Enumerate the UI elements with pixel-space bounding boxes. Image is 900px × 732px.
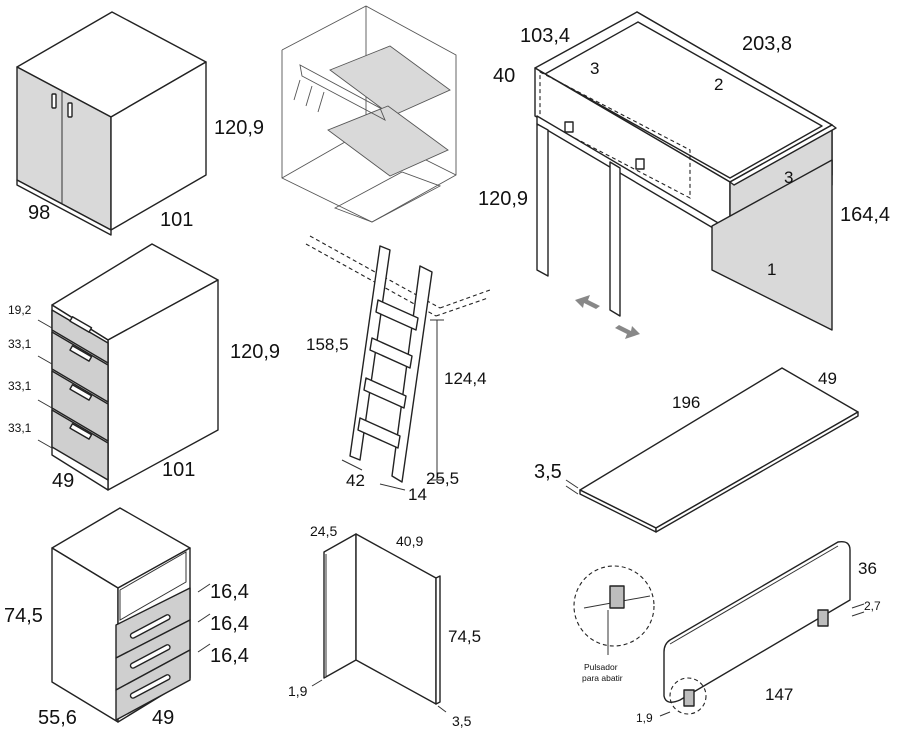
shelf-thickness-dim: 3,5 (534, 461, 562, 483)
loft-top-left-dim: 103,4 (520, 25, 570, 47)
desk-unit-depth-dim: 55,6 (38, 707, 77, 729)
guard-rail-drawing (573, 540, 865, 717)
wardrobe-interior-drawing (281, 5, 457, 223)
cabinet-depth-dim: 101 (160, 209, 193, 231)
loft-panel-label: 3 (784, 168, 793, 187)
corner-panel-bottom-left-dim: 1,9 (288, 683, 308, 699)
loft-top-right-dim: 203,8 (742, 33, 792, 55)
loft-height-right-dim: 164,4 (840, 204, 890, 226)
drawer-height-dim: 33,1 (8, 379, 32, 393)
cabinet-drawing (16, 11, 207, 236)
loft-panel-label: 1 (767, 260, 776, 279)
drawer-height-dim: 33,1 (8, 421, 32, 435)
loft-panel-label: 2 (714, 75, 723, 94)
corner-panel-drawing (311, 533, 447, 713)
guard-rail-thickness-dim: 1,9 (636, 711, 653, 725)
ladder-drawing (305, 235, 491, 491)
drawer-height-dim: 19,2 (8, 303, 32, 317)
guard-rail-length-dim: 147 (765, 685, 793, 704)
desk-unit-width-dim: 49 (152, 707, 174, 729)
drawer-height-dim: 33,1 (8, 337, 32, 351)
ladder-offset-dim: 25,5 (426, 469, 459, 488)
shelf-width-dim: 49 (818, 369, 837, 388)
shelf-board-drawing (565, 367, 859, 533)
drawer-chest-depth-dim: 101 (162, 459, 195, 481)
corner-panel-height-dim: 74,5 (448, 627, 481, 646)
ladder-step-depth-dim: 14 (408, 485, 427, 504)
ladder-height-dim: 124,4 (444, 369, 487, 388)
cabinet-width-dim: 98 (28, 202, 50, 224)
corner-panel-bottom-right-dim: 3,5 (452, 713, 472, 729)
shelf-length-dim: 196 (672, 393, 700, 412)
drawer-chest-width-dim: 49 (52, 470, 74, 492)
ladder-length-dim: 158,5 (306, 335, 349, 354)
loft-height-left-dim: 120,9 (478, 188, 528, 210)
guard-rail-note-line1: Pulsador (584, 662, 618, 672)
guard-rail-height-dim: 36 (858, 559, 877, 578)
drawer-chest-drawing (37, 243, 219, 491)
cabinet-height-dim: 120,9 (214, 117, 264, 139)
ladder-base-width-dim: 42 (346, 471, 365, 490)
guard-rail-note-line2: para abatir (582, 673, 623, 683)
desk-unit-height-dim: 74,5 (4, 605, 43, 627)
corner-panel-top-left-dim: 24,5 (310, 523, 337, 539)
loft-panel-label: 3 (590, 59, 599, 78)
desk-drawer-height-dim: 16,4 (210, 581, 249, 603)
guard-rail-clip-dim: 2,7 (864, 599, 881, 613)
corner-panel-top-right-dim: 40,9 (396, 533, 423, 549)
desk-drawer-height-dim: 16,4 (210, 645, 249, 667)
loft-side-rail-dim: 40 (493, 65, 515, 87)
desk-drawer-height-dim: 16,4 (210, 613, 249, 635)
desk-unit-drawing (51, 507, 211, 723)
loft-bed-drawing (534, 11, 837, 339)
drawer-chest-height-dim: 120,9 (230, 341, 280, 363)
